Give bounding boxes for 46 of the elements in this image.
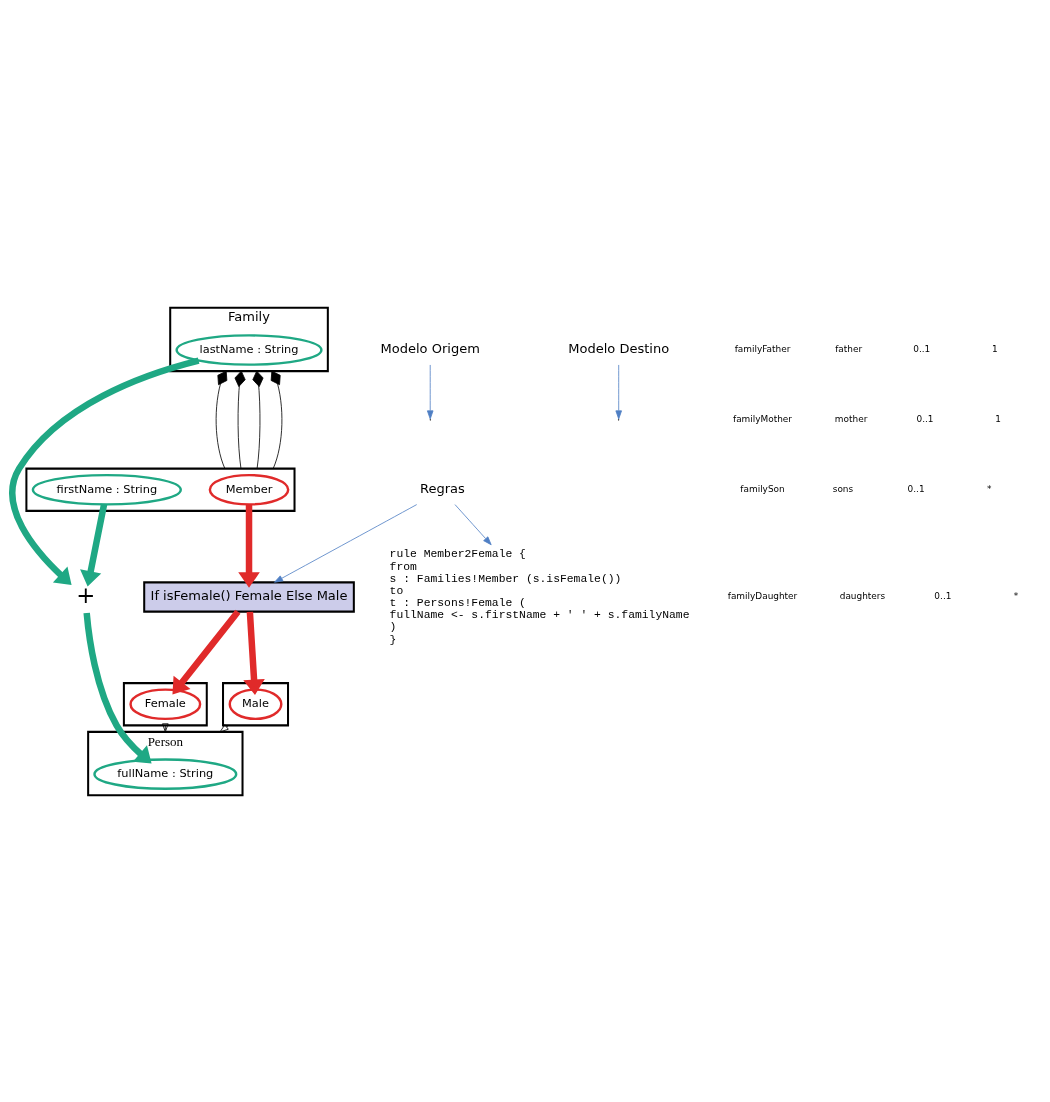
arrow [80,503,108,587]
connector [215,370,228,469]
node-text: Modelo Destino [568,340,670,356]
label: familySon [740,483,785,494]
label: * [986,483,992,494]
connector [270,370,283,469]
label: familyDaughter [727,590,798,601]
node-text: + [76,581,96,608]
arrow [9,356,200,585]
label: 0..1 [907,483,925,494]
node-ellipse: Male [228,687,283,720]
label: * [1013,590,1019,601]
node-text: Modelo Origem [380,340,480,356]
node-ellipse: Female [129,687,202,720]
node-ellipse: firstName : String [31,473,182,506]
node-ellipse: lastName : String [175,333,323,366]
arrow [243,611,265,695]
cluster [122,681,208,726]
label: daughters [839,590,886,601]
label: 1 [995,413,1001,424]
label: father [835,343,863,354]
label: mother [834,413,868,424]
node-ellipse: Member [208,473,290,506]
node-text: Regras [420,480,465,496]
arrow [172,609,241,694]
label: familyFather [734,343,791,354]
arrow [83,612,152,764]
label: 0..1 [934,590,952,601]
label: 0..1 [913,343,931,354]
arrow [454,503,492,545]
arrow [219,723,230,732]
node-text: rule Member2Female { from s : Families!Member (s.isFemale()) to t : Persons!Female ( fullName <- s.firstName + ' ' + s.familyName ) } [389,547,690,646]
arrow [426,364,434,419]
connector [252,370,264,469]
node-ellipse: fullName : String [93,757,238,790]
connector [234,370,246,469]
label: familyMother [733,413,793,424]
arrow [162,722,169,732]
arrow [238,504,260,588]
cluster [25,467,296,512]
label: 1 [992,343,998,354]
arrow [274,503,418,583]
label: 0..1 [916,413,934,424]
node-box: If isFemale() Female Else Male [143,580,355,613]
arrow [615,364,622,419]
label: sons [832,483,854,494]
